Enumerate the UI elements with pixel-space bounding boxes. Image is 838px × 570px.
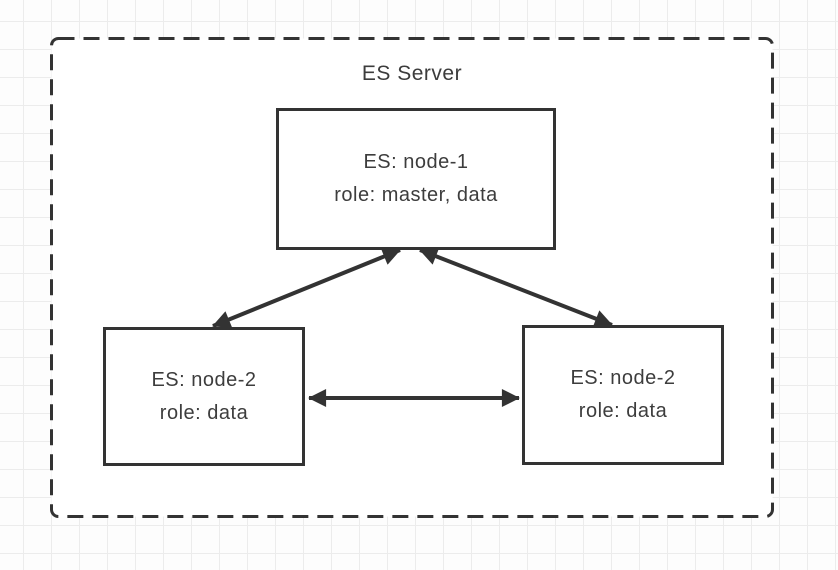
node-role-label: role: data: [578, 400, 668, 422]
node-box-master: ES: node-1 role: master, data: [276, 108, 556, 250]
arrow-master-to-left: [212, 248, 401, 328]
node-name-label: ES: node-2: [151, 368, 257, 391]
node-box-data-left: ES: node-2 role: data: [103, 327, 305, 466]
node-name-label: ES: node-2: [570, 367, 676, 389]
node-name-label: ES: node-1: [363, 151, 469, 173]
cluster-title: ES Server: [361, 62, 463, 85]
node-role-label: role: master, data: [334, 184, 498, 206]
node-box-data-right: ES: node-2 role: data: [522, 325, 724, 465]
node-role-label: role: data: [159, 401, 249, 424]
arrow-master-to-right: [419, 247, 613, 328]
